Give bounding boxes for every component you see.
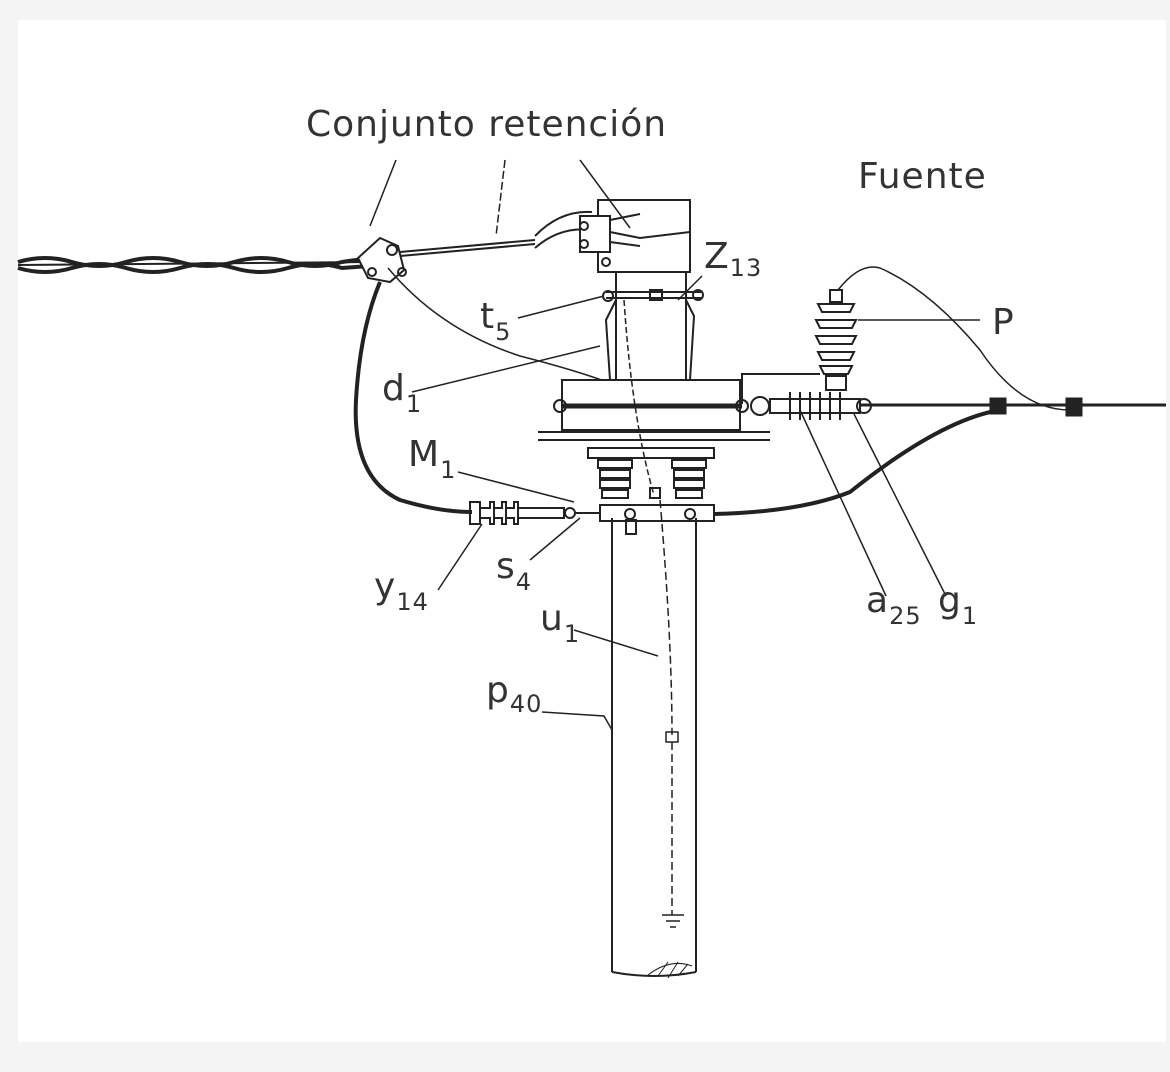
label-a25: a25 [866,580,922,630]
label-conjunto-retencion: Conjunto retención [306,104,667,145]
insulator-y14 [469,501,600,525]
label-p40: p40 [486,670,542,718]
twisted-cable [17,256,371,274]
pole-top-hardware [579,213,691,267]
label-p: P [992,302,1015,343]
label-z13: Z13 [704,236,762,282]
pole [597,199,697,979]
label-s4: s4 [496,546,532,596]
crossarm [538,379,770,459]
label-y14: y14 [374,566,429,616]
ground-lead [623,299,684,928]
label-t5: t5 [480,296,511,346]
surge-arrester [741,289,858,404]
label-g1: g1 [938,580,978,630]
label-u1: u1 [540,598,580,648]
insulator-a25 [750,392,872,420]
guy-wire [387,267,623,389]
leader-lines [369,159,980,731]
drop-cable-left [353,281,473,514]
label-m1: M1 [408,434,456,484]
label-fuente: Fuente [858,156,987,197]
line-conductor-right [713,266,1166,516]
label-d1: d1 [382,368,422,418]
drawing-area [18,20,1166,1042]
